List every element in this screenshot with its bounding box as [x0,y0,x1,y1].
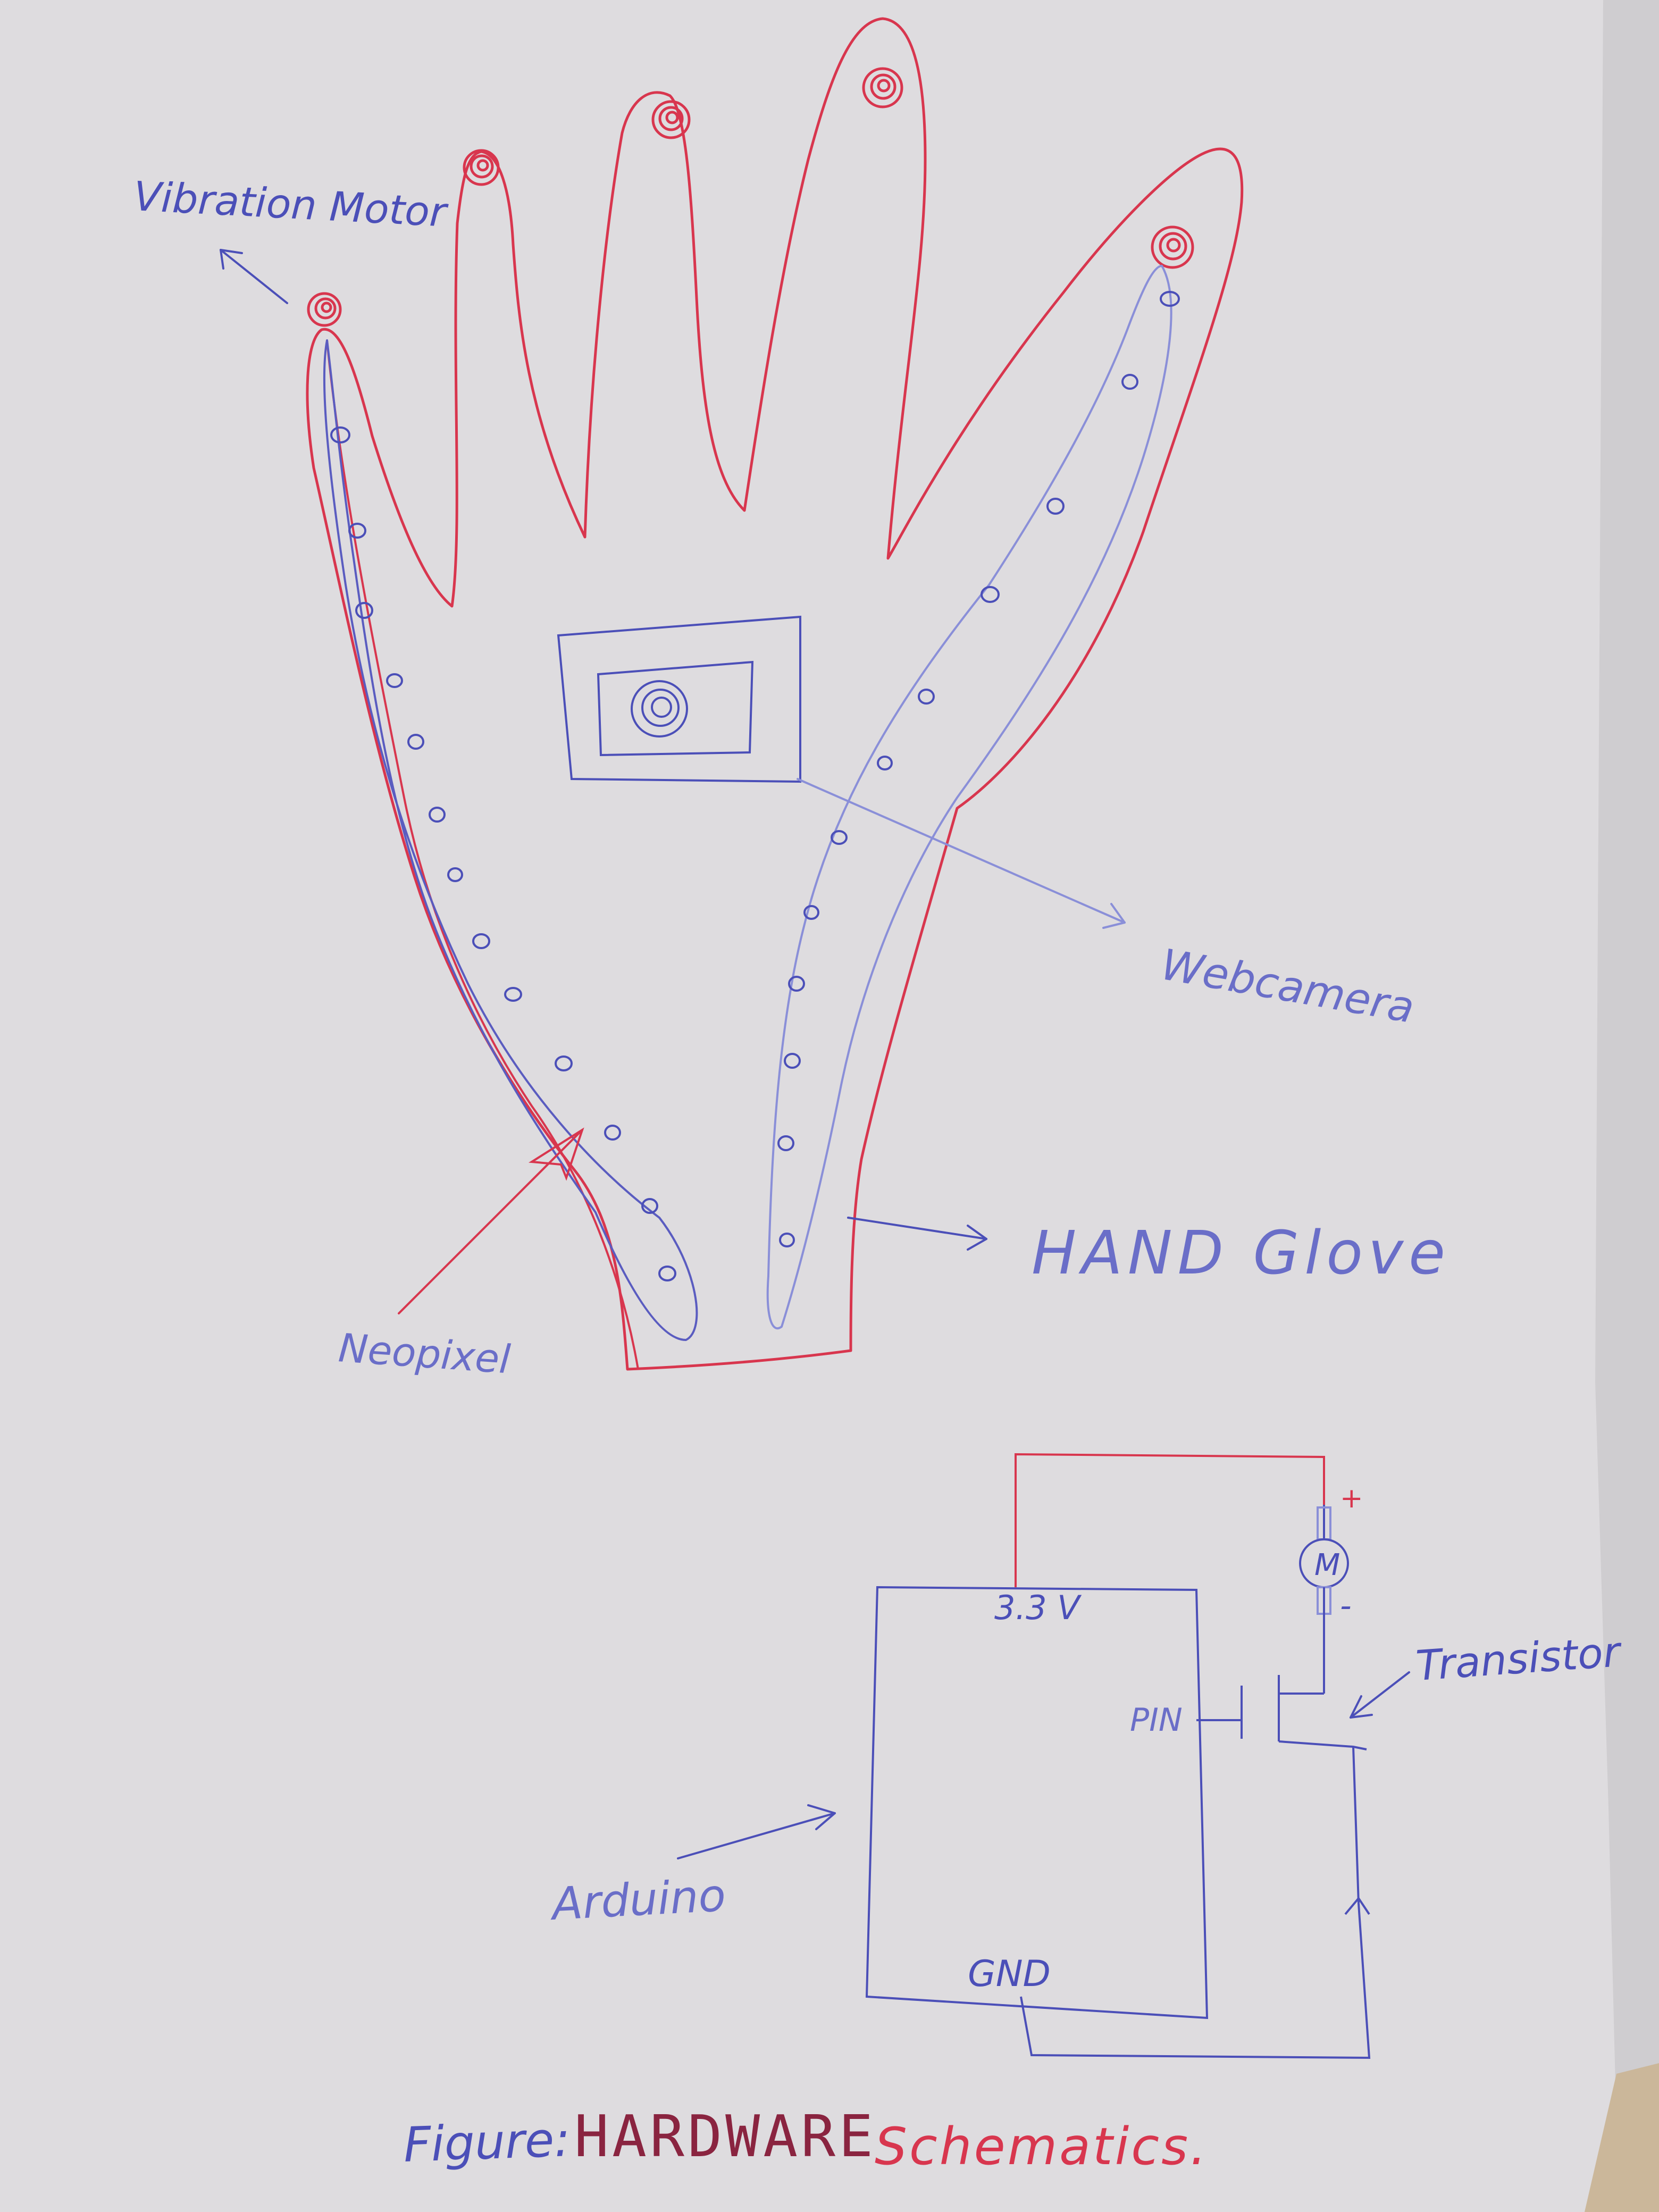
webcam-outer-frame [557,615,801,783]
vibration-motor-pinky [1151,225,1194,269]
glove-outline [306,17,1244,1371]
arrow-vibration-motor [220,249,288,304]
label-motor: M [1314,1548,1340,1582]
caption-prefix: Figure: [403,2112,571,2173]
webcam-sketch [557,615,801,783]
arrow-neopixel [398,1127,584,1314]
arrow-webcamera [797,778,1126,929]
label-gnd: GND [968,1953,1051,1995]
arduino-board [865,1586,1209,2020]
vibration-motor-thumb [307,292,342,327]
vibration-motor-middle [651,100,691,139]
arrow-hand-glove [847,1217,987,1251]
label-pin: PIN [1130,1702,1183,1739]
neopixel-strip-right [766,265,1172,1330]
label-plus: + [1340,1482,1363,1514]
neopixel-strip-left [323,339,698,1341]
arrow-arduino [677,1804,836,1859]
caption-rest: Schematics. [875,2117,1209,2176]
label-hand-glove: HAND Glove [1032,1219,1451,1288]
label-voltage: 3.3 V [994,1588,1082,1627]
motor-symbol [1299,1505,1349,1694]
transistor-symbol [1196,1675,1367,1750]
webcam-inner-frame [597,660,754,757]
power-wire [1015,1453,1325,1587]
label-minus: - [1340,1587,1352,1624]
table-corner [1585,2063,1659,2212]
arrow-transistor [1350,1671,1410,1719]
caption-emphasis: HARDWARE [574,2104,876,2170]
ground-wire [1020,1746,1371,2059]
neopixel-leds-right [777,291,1180,1247]
neopixel-leds-left [330,426,676,1281]
vibration-motor-index [463,149,500,186]
paper-surface [0,0,1616,2212]
label-arduino: Arduino [548,1869,727,1930]
vibration-motor-ring [862,67,903,108]
